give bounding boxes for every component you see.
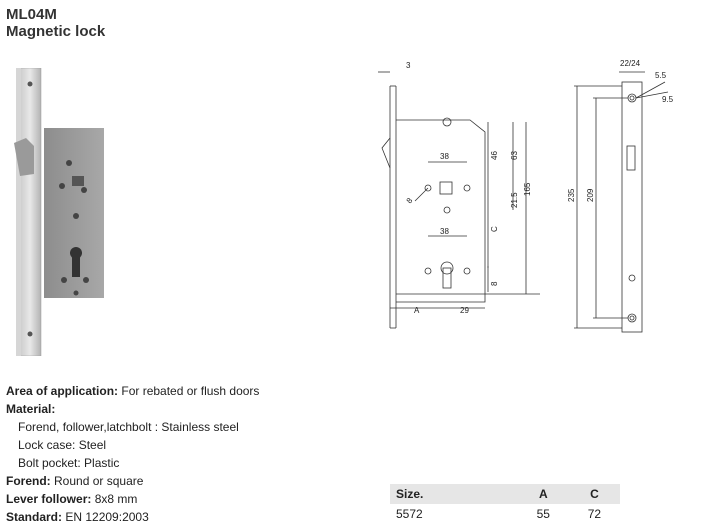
spec-bolt-pocket: Bolt pocket: Plastic: [18, 456, 120, 470]
col-a: A: [517, 484, 569, 504]
spec-standard: Standard: EN 12209:2003: [6, 510, 149, 524]
cell-size: 5572: [396, 507, 423, 521]
col-size: Size.: [390, 484, 518, 504]
dim-a: A: [414, 306, 420, 315]
spec-lock-case: Lock case: Steel: [18, 438, 107, 452]
dim-c: C: [490, 226, 499, 232]
table-row: 5572 55 72: [390, 504, 620, 524]
lock-photo: [14, 68, 104, 356]
dim-209: 209: [586, 188, 595, 202]
spec-area: Area of application: For rebated or flus…: [6, 384, 260, 398]
dim-29: 29: [460, 306, 469, 315]
dim-22-24: 22/24: [620, 59, 641, 68]
cell-a: 55: [536, 507, 550, 521]
dim-5-5: 5.5: [655, 71, 667, 80]
dim-9-5: 9.5: [662, 95, 674, 104]
product-name: Magnetic lock: [6, 23, 106, 40]
col-c: C: [568, 484, 620, 504]
dim-46: 46: [490, 151, 499, 160]
forend-plate: [18, 68, 42, 356]
sizes-table: Size. A C 5572 55 72: [390, 484, 620, 524]
specifications: Area of application: For rebated or flus…: [6, 382, 259, 526]
spec-forend: Forend: Round or square: [6, 474, 144, 488]
product-model: ML04M: [6, 6, 57, 23]
dim-235: 235: [567, 188, 576, 202]
spec-forend-follower: Forend, follower,latchbolt : Stainless s…: [18, 420, 239, 434]
dim-3: 3: [406, 61, 411, 70]
dim-38-top: 38: [440, 152, 449, 161]
dim-8-diag: 8: [405, 196, 415, 206]
cell-c: 72: [587, 507, 602, 521]
dim-38-bottom: 38: [440, 227, 449, 236]
dim-21-5: 21.5: [510, 192, 519, 208]
dim-63: 63: [510, 151, 519, 160]
dim-8-right: 8: [490, 281, 499, 286]
table-header-row: Size. A C: [390, 484, 620, 504]
latch-bolt: [14, 138, 34, 176]
technical-drawing: 3 38 46 63 21.5 165 8 C 38 8 A 29 22/24 …: [378, 59, 674, 333]
spec-material: Material:: [6, 402, 56, 416]
spec-lever: Lever follower: 8x8 mm: [6, 492, 138, 506]
dim-165: 165: [523, 182, 532, 196]
product-title: ML04M Magnetic lock: [6, 6, 105, 40]
